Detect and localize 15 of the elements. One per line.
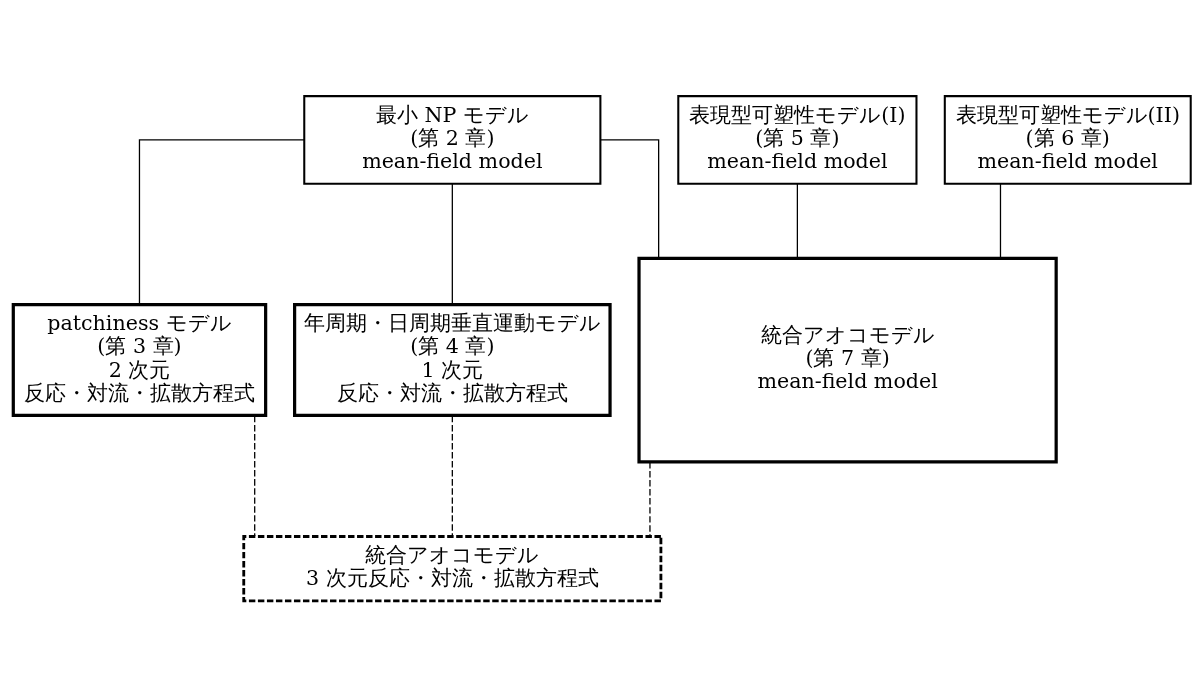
connector [138, 138, 305, 305]
connector [254, 414, 256, 537]
node-box: 表現型可塑性モデル(I) (第 5 章) mean-field model [677, 94, 918, 185]
node-box: patchiness モデル (第 3 章) 2 次元 反応・対流・拡散方程式 [11, 302, 268, 417]
connector [796, 182, 799, 259]
node-box: 統合アオコモデル 3 次元反応・対流・拡散方程式 [242, 534, 663, 602]
connector [451, 414, 453, 537]
node-box: 統合アオコモデル (第 7 章) mean-field model [637, 256, 1058, 463]
connector [451, 182, 453, 305]
connector [649, 460, 651, 537]
node-box: 表現型可塑性モデル(II) (第 6 章) mean-field model [943, 94, 1192, 185]
node-box: 最小 NP モデル (第 2 章) mean-field model [303, 94, 602, 185]
connector [599, 138, 660, 258]
connector [999, 182, 1002, 259]
node-box: 年周期・日周期垂直運動モデル (第 4 章) 1 次元 反応・対流・拡散方程式 [293, 302, 612, 417]
